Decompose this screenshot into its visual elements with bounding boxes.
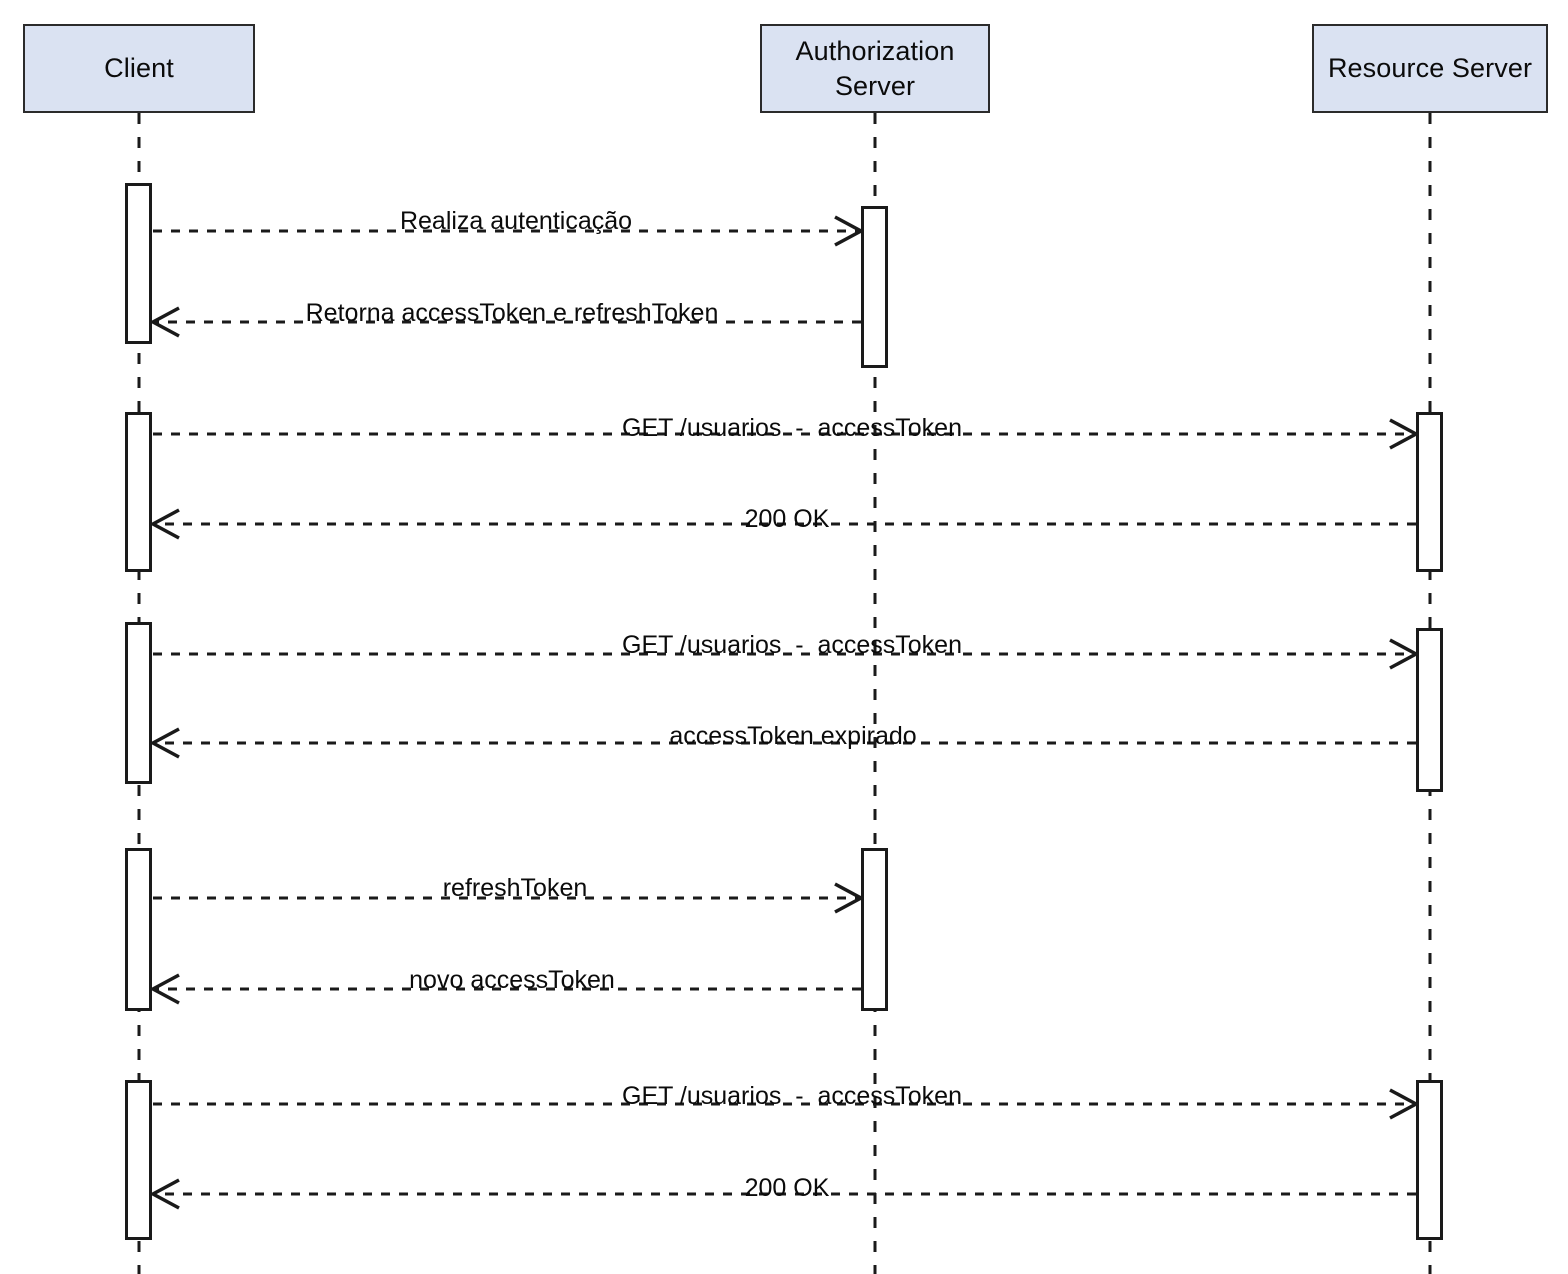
message-label-6: accessToken expirado bbox=[669, 722, 917, 750]
message-arrow-8[interactable] bbox=[149, 973, 861, 1005]
message-label-8: novo accessToken bbox=[409, 966, 615, 994]
message-label-3: GET /usuarios - accessToken bbox=[622, 414, 962, 442]
participant-label: Client bbox=[104, 53, 174, 84]
activation-bar-client[interactable] bbox=[125, 1080, 152, 1240]
message-label-4: 200 OK bbox=[744, 505, 830, 533]
participant-label: Resource Server bbox=[1327, 53, 1533, 84]
activation-bar-client[interactable] bbox=[125, 848, 152, 1011]
participant-resource-server[interactable]: Resource Server bbox=[1312, 24, 1548, 113]
activation-bar-authorization-server[interactable] bbox=[861, 848, 888, 1011]
message-label-2: Retorna accessToken e refreshToken bbox=[305, 299, 719, 327]
message-label-7: refreshToken bbox=[442, 874, 588, 902]
arrowhead bbox=[149, 1178, 180, 1210]
message-arrow-2[interactable] bbox=[149, 306, 861, 338]
message-arrow-10[interactable] bbox=[149, 1178, 1416, 1210]
message-label-1: Realiza autenticação bbox=[399, 207, 633, 235]
activation-bar-client[interactable] bbox=[125, 183, 152, 344]
activation-bar-client[interactable] bbox=[125, 412, 152, 572]
activation-bar-resource-server[interactable] bbox=[1416, 412, 1443, 572]
arrowhead bbox=[149, 508, 180, 540]
message-label-5: GET /usuarios - accessToken bbox=[622, 631, 962, 659]
message-arrow-6[interactable] bbox=[149, 727, 1416, 759]
arrowhead bbox=[149, 973, 180, 1005]
participant-client[interactable]: Client bbox=[23, 24, 255, 113]
message-arrow-4[interactable] bbox=[149, 508, 1416, 540]
activation-bar-authorization-server[interactable] bbox=[861, 206, 888, 368]
message-label-10: 200 OK bbox=[744, 1174, 830, 1202]
arrowhead bbox=[149, 306, 180, 338]
activation-bar-resource-server[interactable] bbox=[1416, 628, 1443, 792]
message-label-9: GET /usuarios - accessToken bbox=[622, 1082, 962, 1110]
activation-bar-resource-server[interactable] bbox=[1416, 1080, 1443, 1240]
activation-bar-client[interactable] bbox=[125, 622, 152, 784]
arrowhead bbox=[149, 727, 180, 759]
